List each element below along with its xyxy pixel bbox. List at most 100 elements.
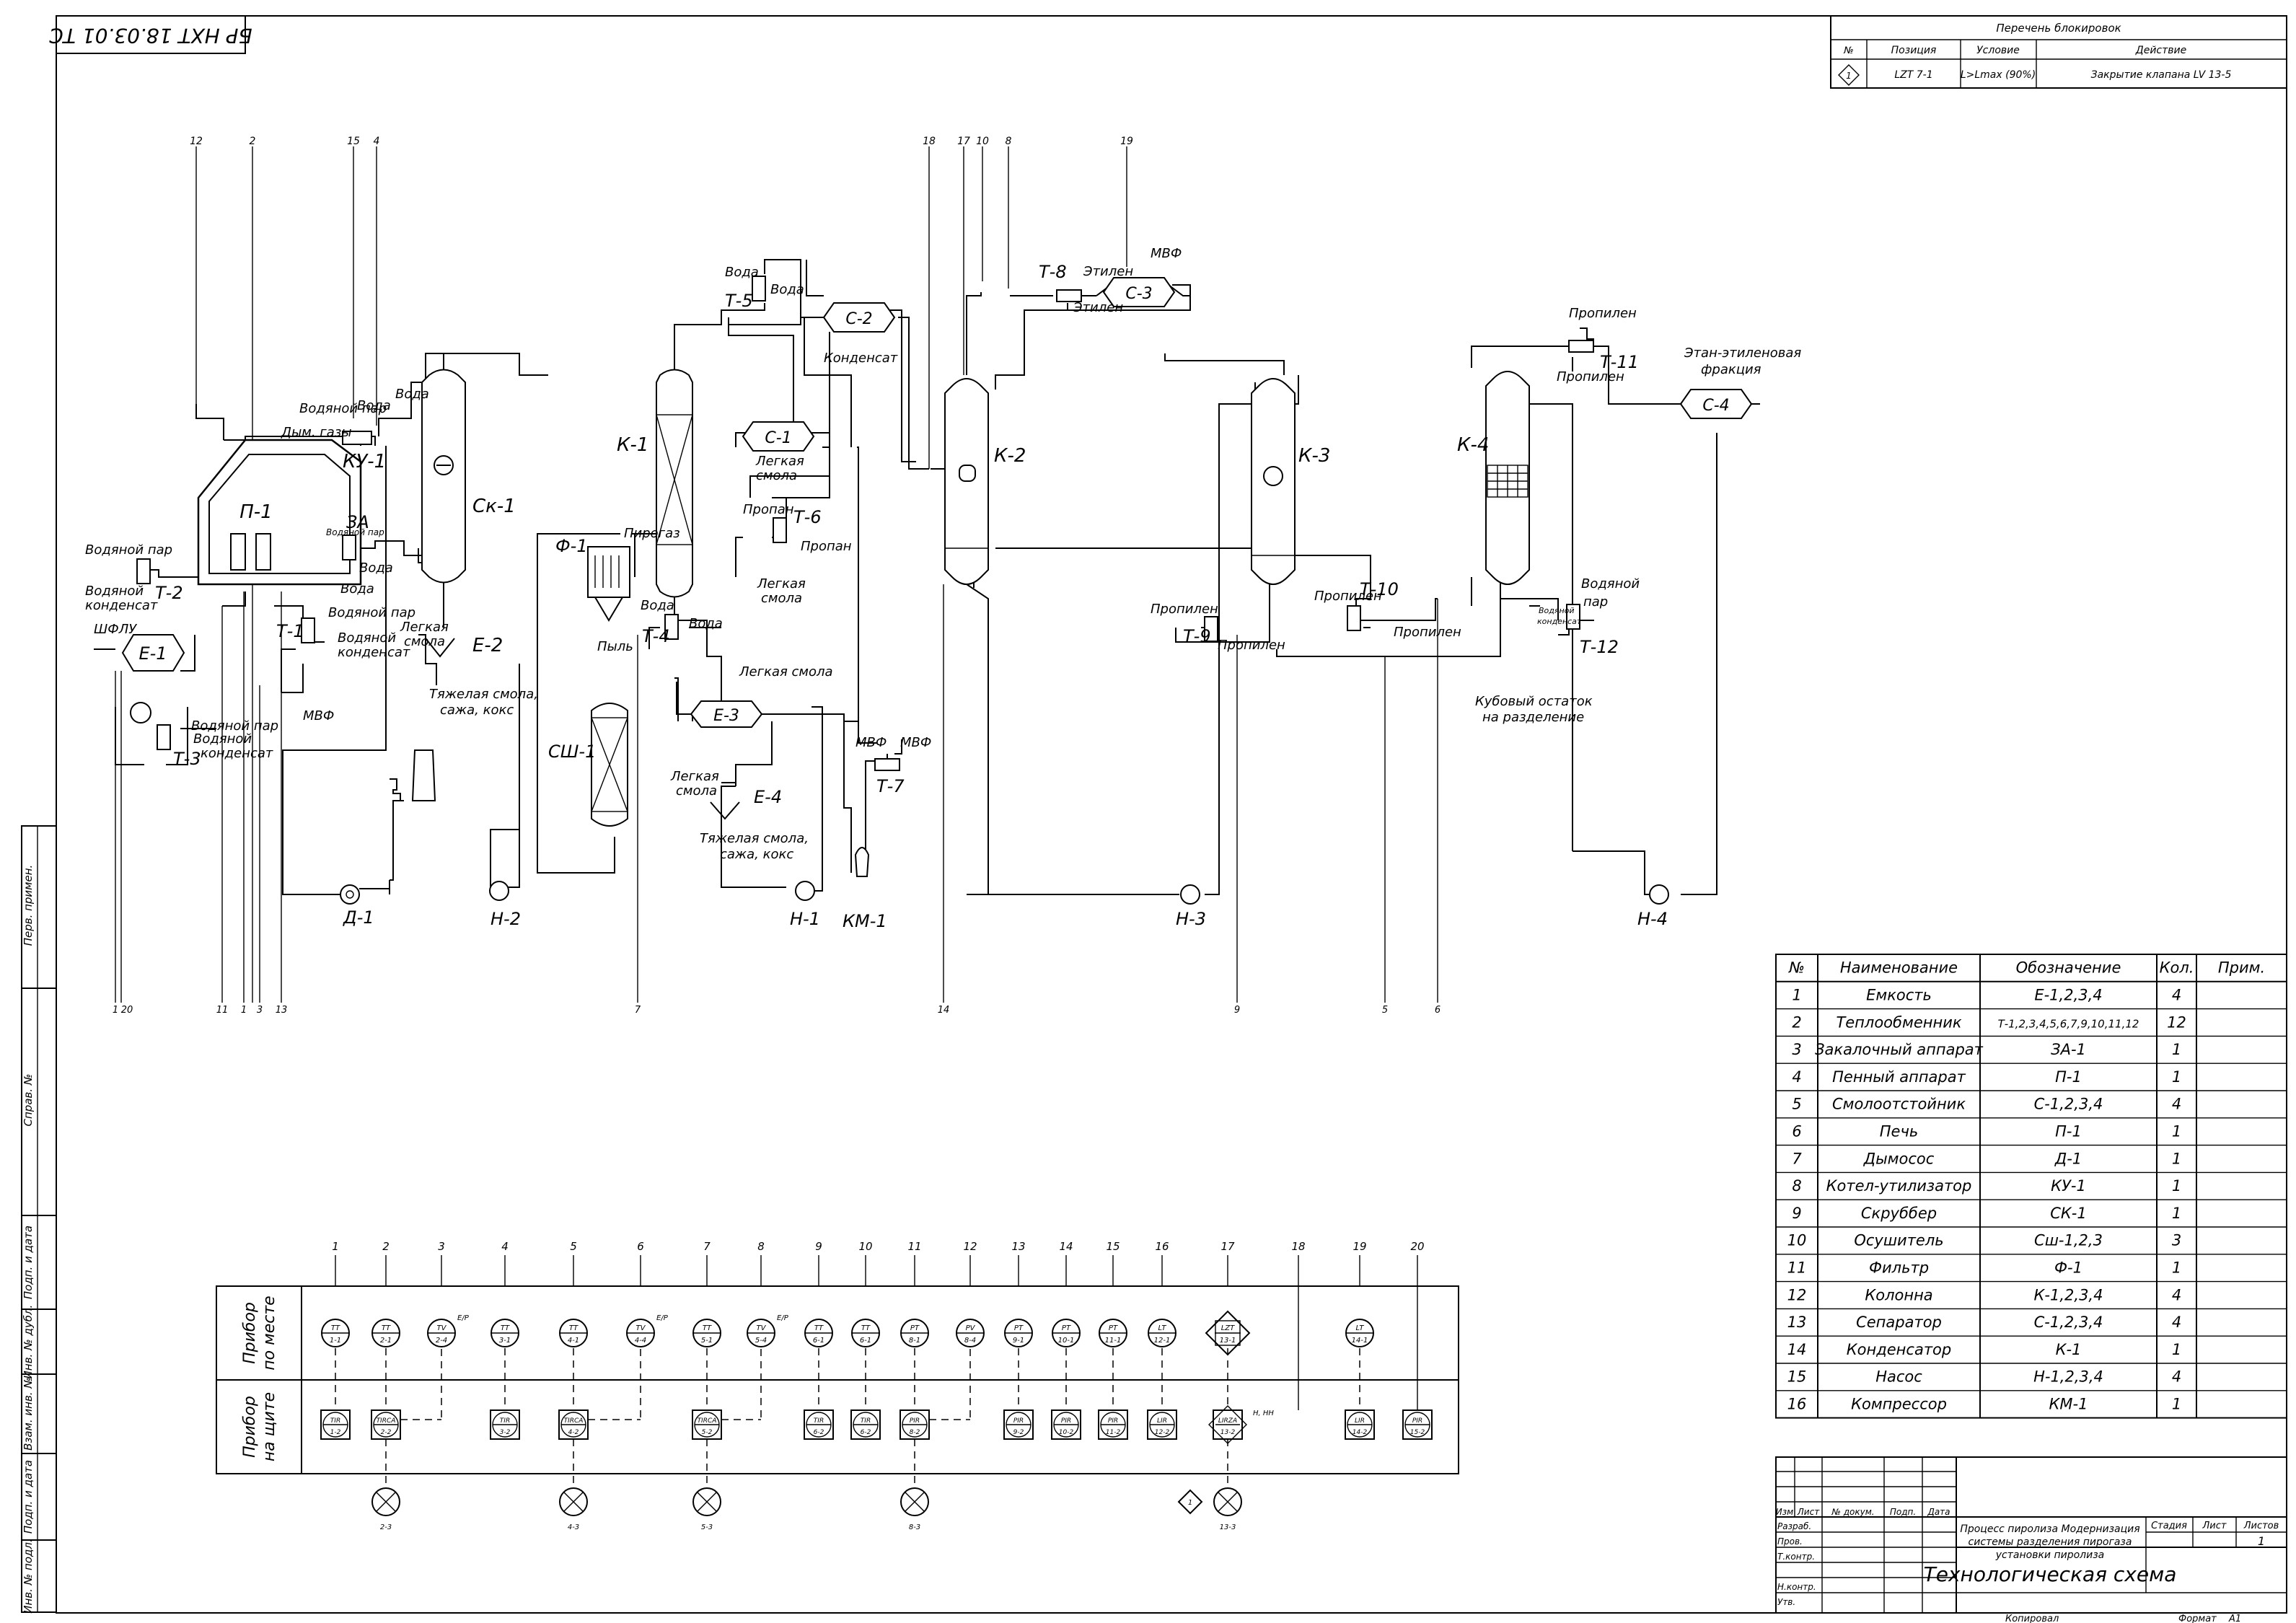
- panel-col-number: 8: [757, 1240, 765, 1253]
- label-ZA: ЗА: [346, 512, 369, 532]
- board-instrument-tag: TIR: [861, 1417, 871, 1425]
- panel-col-number: 16: [1155, 1240, 1169, 1253]
- label-E2: Е-2: [472, 635, 503, 656]
- board-instrument-num: 12-2: [1155, 1429, 1170, 1436]
- spec-cell: 16: [1787, 1396, 1807, 1413]
- board-instrument-tag: TIRCA: [698, 1417, 717, 1425]
- board-instrument-num: 15-2: [1410, 1429, 1425, 1436]
- dryer-SH1: СШ-1: [548, 703, 628, 827]
- stream-labels: Водяной пар Водяной конденсат ШФЛУ Водян…: [85, 246, 1801, 862]
- board-instrument-num: 11-2: [1106, 1429, 1121, 1436]
- line-num-b14: 14: [938, 1005, 950, 1016]
- panel-col-number: 2: [382, 1240, 390, 1253]
- panel-col-number: 13: [1011, 1240, 1025, 1253]
- spec-cell: С-1,2,3,4: [2034, 1314, 2103, 1331]
- label-K2: К-2: [994, 445, 1026, 467]
- line-num-b20: 20: [121, 1005, 133, 1016]
- panel-col-number: 3: [438, 1240, 445, 1253]
- vessel-E3: Е-3: [690, 700, 763, 728]
- side-stamp-7: Инв. № подл.: [22, 1539, 35, 1613]
- vessel-E2: Е-2: [425, 635, 503, 658]
- label-K3: К-3: [1298, 445, 1330, 467]
- line-num-b7: 7: [635, 1005, 641, 1016]
- tb-role-razrab: Разраб.: [1777, 1521, 1811, 1531]
- spec-cell: Ф-1: [2054, 1259, 2082, 1277]
- field-instrument-tag: TT: [861, 1324, 871, 1332]
- board-instrument-num: 13-2: [1220, 1429, 1236, 1436]
- sl-kub-1: Кубовый остаток: [1475, 694, 1593, 709]
- spec-cell: 12: [2167, 1013, 2186, 1031]
- furnace-P1: П-1: [197, 439, 362, 586]
- field-instrument-num: 1-1: [330, 1337, 341, 1345]
- sl-propilen-t9a: Пропилен: [1151, 602, 1218, 617]
- line-num-8: 8: [1006, 136, 1012, 147]
- spec-cell: Дымосос: [1863, 1150, 1935, 1167]
- board-instrument-num: 5-2: [702, 1429, 713, 1436]
- board-instrument-tag: PIR: [1061, 1417, 1071, 1425]
- spec-table-frame: [1775, 954, 2287, 1419]
- line-num-17: 17: [957, 136, 970, 147]
- sl-propilen-t10a: Пропилен: [1314, 589, 1382, 604]
- board-instrument-tag: PIR: [910, 1417, 920, 1425]
- tb-role-utv: Утв.: [1777, 1597, 1795, 1607]
- spec-cell: Насос: [1875, 1368, 1922, 1386]
- heat-exchanger-T6: Т-6: [773, 507, 822, 543]
- spec-cell: П-1: [2055, 1068, 2082, 1086]
- tb-col-izm: Изм: [1776, 1507, 1793, 1517]
- label-K4: К-4: [1457, 434, 1489, 456]
- sl-mvf-c3: МВФ: [1151, 246, 1182, 261]
- field-instrument-num: 8-4: [964, 1337, 976, 1345]
- sl-propilen-t11b: Пропилен: [1557, 369, 1624, 384]
- spec-cell: 8: [1792, 1177, 1801, 1195]
- field-instrument-tag: TV: [636, 1324, 646, 1332]
- sl-propilen-t11a: Пропилен: [1569, 306, 1637, 321]
- field-instrument-num: 2-1: [380, 1337, 392, 1345]
- sl-vodkond-t1a: Водяной: [338, 630, 396, 646]
- tb-col-doc: № докум.: [1831, 1507, 1874, 1517]
- tb-sheets: Листов: [2243, 1521, 2279, 1531]
- label-T11: Т-11: [1600, 352, 1639, 372]
- tb-sheet: Лист: [2202, 1521, 2227, 1531]
- spec-cell: 11: [1787, 1259, 1807, 1277]
- board-instrument-num: 10-2: [1059, 1429, 1074, 1436]
- line-num-b1b: 1: [241, 1005, 247, 1016]
- sl-legsmola-e2b: смола: [404, 634, 445, 649]
- field-instrument-tag: TT: [569, 1324, 579, 1332]
- stamp-box: [56, 15, 246, 54]
- spec-cell: Теплообменник: [1836, 1013, 1961, 1031]
- spec-cell: Сш-1,2,3: [2034, 1232, 2103, 1249]
- column-K3: К-3: [1251, 378, 1330, 585]
- spec-cell: 5: [1792, 1096, 1801, 1113]
- sl-propilen-t10b: Пропилен: [1394, 625, 1461, 640]
- spec-header-cell: №: [1788, 959, 1805, 977]
- actuator-cross: [563, 1492, 584, 1512]
- actuator-tag: 13-3: [1220, 1523, 1236, 1531]
- sl-leg-e4: Легкая: [670, 769, 719, 784]
- tb-desc-2: системы разделения пирогаза: [1969, 1536, 2132, 1548]
- spec-cell: П-1: [2055, 1123, 2082, 1140]
- spec-cell: Смолоотстойник: [1832, 1096, 1966, 1113]
- spec-cell: Скруббер: [1861, 1205, 1937, 1222]
- label-D1: Д-1: [343, 907, 374, 928]
- spec-cell: 4: [2172, 1096, 2181, 1113]
- sl-propan-b: Пропан: [801, 539, 852, 554]
- field-instrument-tag: TV: [757, 1324, 767, 1332]
- column-K4: К-4: [1457, 371, 1530, 585]
- heat-exchanger-T4: Т-4: [642, 614, 679, 646]
- spec-cell: Компрессор: [1851, 1396, 1947, 1413]
- sl-leg-t6: Легкая: [757, 576, 806, 591]
- field-instrument-num: 8-1: [909, 1337, 920, 1345]
- blocking-ref: 1: [1188, 1499, 1192, 1507]
- sl-vodyanoy-t2: Водяной: [85, 584, 144, 599]
- field-instrument-tag: TV: [437, 1324, 447, 1332]
- sl-etan-2: фракция: [1701, 362, 1761, 377]
- line-num-4: 4: [374, 136, 380, 147]
- label-KU1: КУ-1: [343, 451, 386, 472]
- spec-cell: Фильтр: [1869, 1259, 1929, 1277]
- separator-C3: С-3: [1102, 277, 1176, 307]
- sl-smola-e4: смола: [676, 783, 717, 799]
- spec-cell: 13: [1787, 1314, 1807, 1331]
- blocking-r1-no: 1: [1846, 71, 1852, 81]
- label-SK1: Ск-1: [472, 496, 516, 517]
